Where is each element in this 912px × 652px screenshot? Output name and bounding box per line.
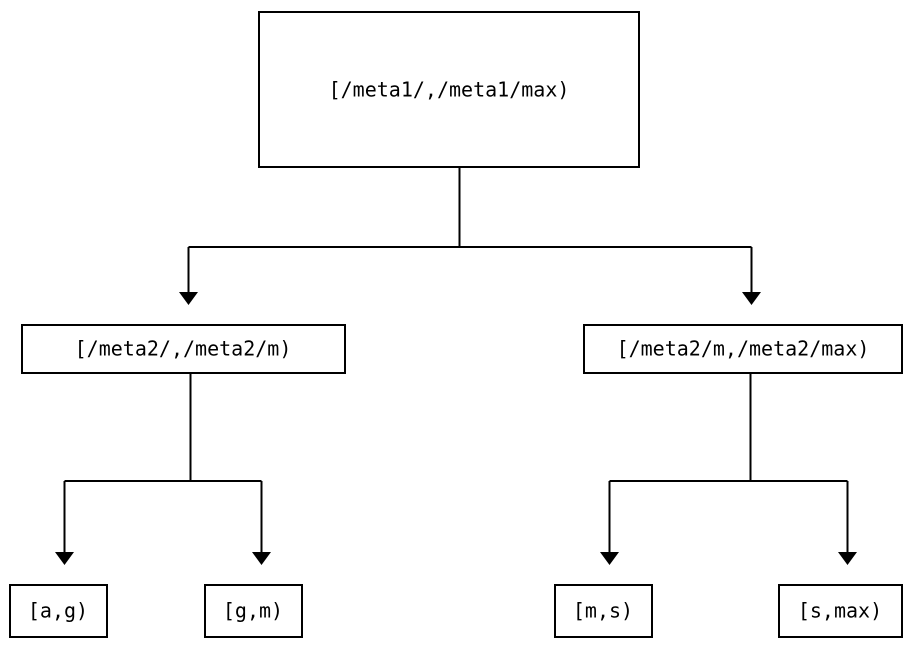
arrowhead-level2-right-to-leaf4	[838, 552, 857, 565]
edge-group-level2-right-to-leaves	[600, 373, 857, 565]
node-leaf1[interactable]: [a,g)	[8, 583, 109, 639]
node-leaf1-label: [a,g)	[28, 599, 88, 623]
node-root-label: [/meta1/,/meta1/max)	[329, 78, 570, 102]
node-leaf4-label: [s,max)	[798, 599, 882, 623]
node-level2-right-label: [/meta2/m,/meta2/max)	[617, 337, 870, 361]
node-level2-right-box	[582, 323, 904, 375]
arrowhead-root-to-level2-right	[742, 292, 761, 305]
node-leaf4-box	[777, 583, 904, 639]
edge-group-root-to-level2	[179, 167, 761, 305]
node-leaf2-box	[203, 583, 304, 639]
arrowhead-level2-left-to-leaf2	[252, 552, 271, 565]
edge-group-level2-left-to-leaves	[55, 373, 271, 565]
node-leaf3-label: [m,s)	[573, 599, 633, 623]
node-leaf3-box	[553, 583, 654, 639]
node-leaf2[interactable]: [g,m)	[203, 583, 304, 639]
node-level2-right[interactable]: [/meta2/m,/meta2/max)	[582, 323, 904, 375]
node-leaf4[interactable]: [s,max)	[777, 583, 904, 639]
node-root-box	[257, 10, 641, 169]
node-level2-left-box	[20, 323, 347, 375]
arrowhead-level2-right-to-leaf3	[600, 552, 619, 565]
node-leaf1-box	[8, 583, 109, 639]
node-level2-left-label: [/meta2/,/meta2/m)	[75, 337, 292, 361]
node-root[interactable]: [/meta1/,/meta1/max)	[257, 10, 641, 169]
arrowhead-root-to-level2-left	[179, 292, 198, 305]
arrowhead-level2-left-to-leaf1	[55, 552, 74, 565]
node-leaf2-label: [g,m)	[223, 599, 283, 623]
node-level2-left[interactable]: [/meta2/,/meta2/m)	[20, 323, 347, 375]
node-leaf3[interactable]: [m,s)	[553, 583, 654, 639]
